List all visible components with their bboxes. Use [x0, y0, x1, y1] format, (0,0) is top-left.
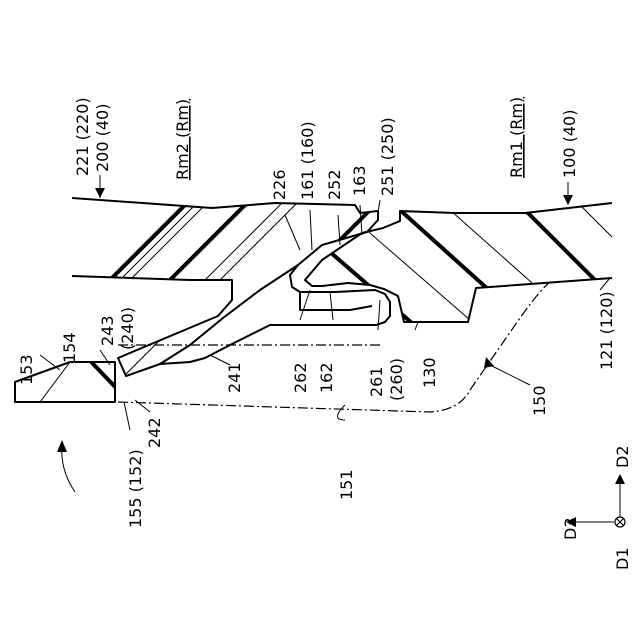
label-155: 155 (152) — [126, 449, 145, 528]
label-151: 151 — [337, 469, 356, 500]
label-252: 252 — [325, 169, 344, 200]
label-rm2: Rm2 (Rm) — [173, 99, 192, 180]
label-200: 200 (40) — [93, 104, 112, 172]
label-162: 162 — [317, 362, 336, 393]
label-150: 150 — [530, 385, 549, 416]
part-153-hatching — [40, 345, 120, 402]
label-130: 130 — [420, 357, 439, 388]
label-261: 261 — [367, 366, 386, 397]
label-240: (240) — [118, 307, 137, 350]
label-121: 121 (120) — [597, 291, 616, 370]
label-153: 153 — [17, 354, 36, 385]
label-241: 241 — [225, 362, 244, 393]
label-163: 163 — [350, 165, 369, 196]
label-d2: D2 — [613, 446, 632, 469]
label-260: (260) — [387, 358, 406, 401]
part-200-body — [40, 198, 378, 380]
rotation-arrow-icon — [57, 440, 75, 492]
part-200-hatching — [40, 200, 375, 380]
label-226: 226 — [270, 169, 289, 200]
label-262: 262 — [291, 362, 310, 393]
label-161: 161 (160) — [298, 121, 317, 200]
label-243: 243 — [98, 315, 117, 346]
labels: 221 (220) 200 (40) Rm2 (Rm) 226 161 (160… — [17, 97, 632, 570]
label-d3: D3 — [561, 518, 580, 541]
label-154: 154 — [60, 332, 79, 363]
label-221: 221 (220) — [73, 97, 92, 176]
label-251: 251 (250) — [378, 117, 397, 196]
label-d1: D1 — [613, 548, 632, 571]
label-242: 242 — [145, 417, 164, 448]
part-100-hatching — [322, 205, 640, 330]
label-rm1: Rm1 (Rm) — [507, 97, 526, 178]
label-100: 100 (40) — [560, 110, 579, 178]
